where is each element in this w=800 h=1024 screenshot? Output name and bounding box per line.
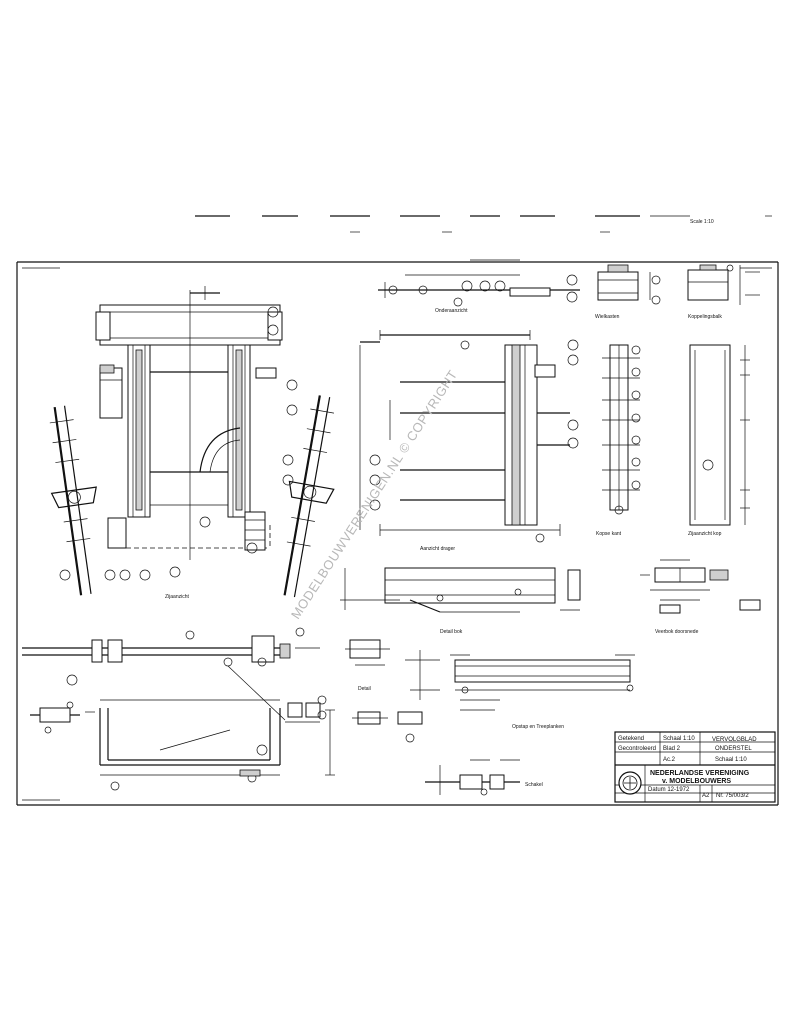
small-view-wheelboxes [597, 264, 661, 305]
drawing-title-1: VERVOLGBLAD [712, 737, 757, 743]
title-meta-mid-2: Blad 2 [663, 746, 681, 752]
left-spring-assembly [49, 405, 97, 596]
bolt-stack [285, 695, 327, 723]
bolt-detail-left [30, 701, 95, 734]
org-name-1: NEDERLANDSE VERENIGING [650, 770, 750, 777]
u-frame-view [99, 699, 335, 791]
spring-section-view [640, 559, 761, 614]
drawing-number: Nr. 75/003/2 [716, 793, 749, 799]
caption-small-view-1: Wielkasten [595, 314, 620, 320]
caption-small-view-2: Koppelingsbalk [688, 314, 722, 320]
title-block [614, 731, 776, 803]
middle-small-details [345, 639, 440, 743]
title-scale: Schaal 1:10 [715, 757, 747, 763]
org-name-2: v. MODELBOUWERS [662, 778, 731, 785]
caption-middle-bottom-view: Aanzicht drager [420, 546, 455, 552]
middle-long-view [359, 330, 579, 543]
caption-side-view: Zijaanzicht [165, 594, 190, 600]
right-spring-assembly [283, 395, 335, 598]
link-detail [425, 759, 520, 796]
title-meta-left-1: Getekend [618, 736, 644, 742]
drawing-title-2: ONDERSTEL [715, 746, 752, 752]
bracket-detail-view [340, 567, 581, 613]
drawing-frame [16, 261, 779, 806]
end-view [602, 344, 641, 515]
caption-bottom-detail: Schakel [525, 782, 543, 788]
title-meta-left-2: Gecontroleerd [618, 746, 656, 752]
association-logo-icon [618, 771, 642, 795]
corner-label: Scale 1:10 [690, 219, 714, 225]
caption-spring-view: Veerbok doorsnede [655, 629, 699, 635]
title-small-code: Ac.2 [663, 757, 676, 763]
top-middle-view [378, 259, 580, 307]
steps-view [450, 654, 635, 711]
right-end-view [689, 344, 750, 526]
title-date: Datum 12-1972 [648, 787, 690, 793]
small-view-coupler [687, 264, 760, 305]
title-meta-mid-1: Schaal 1:10 [663, 736, 695, 742]
top-edge-marks [195, 215, 772, 233]
caption-bottom-left-view: Onderaanzicht [435, 308, 468, 314]
caption-small-detail: Detail [358, 686, 371, 692]
side-view-frame [59, 286, 298, 581]
caption-end-view: Kopse kant [596, 531, 622, 537]
caption-mid-detail: Detail bok [440, 629, 463, 635]
long-rod-view [22, 627, 320, 721]
sheet-size: A2 [702, 793, 710, 799]
caption-steps-view: Opstap en Treeplanken [512, 724, 564, 730]
caption-right-end-view: Zijaanzicht kop [688, 531, 722, 537]
